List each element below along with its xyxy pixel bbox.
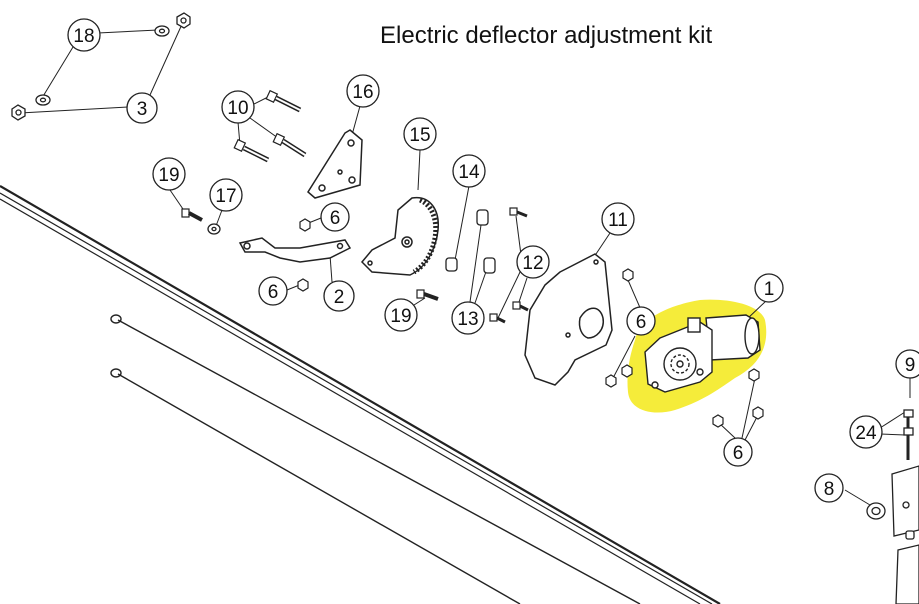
callout-16: [346, 74, 380, 108]
label-6-c: 6: [268, 282, 279, 303]
label-6-d: 6: [733, 443, 744, 464]
callout-2: [323, 280, 355, 312]
screw-part-19: [181, 208, 439, 301]
adjustment-cables: [110, 314, 641, 604]
right-side-parts: [866, 409, 919, 604]
motor-part-1: [644, 314, 761, 393]
label-24: 24: [855, 423, 877, 444]
washer-part-17: [207, 223, 221, 235]
label-11: 11: [608, 210, 628, 231]
label-14: 14: [458, 162, 480, 183]
callouts: [67, 18, 919, 503]
deflector-rails: [0, 185, 721, 604]
callout-11: [601, 202, 635, 236]
callout-15: [403, 117, 437, 151]
callout-19-lower: [384, 298, 418, 332]
plate-part-16: [307, 129, 363, 199]
callout-6-c: [258, 276, 288, 306]
callout-9: [895, 349, 919, 379]
spacers-part-13-14: [445, 209, 496, 274]
callout-labels: 18 3 10 16 15 19 17 6 14 11 1 6 2 6 12 1…: [73, 26, 915, 500]
label-13: 13: [457, 309, 478, 330]
housing-part-11: [524, 253, 613, 386]
label-15: 15: [409, 125, 430, 146]
label-17: 17: [215, 186, 236, 207]
callout-3: [126, 92, 158, 124]
callout-14: [452, 154, 486, 188]
label-9: 9: [905, 355, 916, 376]
washer-part-18: [35, 25, 170, 106]
diagram-title: Electric deflector adjustment kit: [380, 22, 713, 49]
callout-10: [221, 90, 255, 124]
label-1: 1: [764, 279, 775, 300]
nut-part-3: [11, 12, 191, 121]
label-16: 16: [352, 82, 373, 103]
callout-6-d: [723, 437, 753, 467]
label-2: 2: [334, 287, 345, 308]
bolts-part-10: [233, 89, 307, 163]
label-6-a: 6: [330, 208, 341, 229]
label-6-b: 6: [636, 312, 647, 333]
callout-17: [209, 178, 243, 212]
leader-lines: [19, 21, 911, 506]
callout-18: [67, 18, 101, 52]
label-19-upper: 19: [158, 165, 179, 186]
callout-19-upper: [152, 157, 186, 191]
label-18: 18: [73, 26, 94, 47]
label-3: 3: [137, 99, 148, 120]
callout-8: [814, 473, 844, 503]
label-19-lower: 19: [390, 306, 411, 327]
callout-24: [849, 415, 883, 449]
callout-12: [516, 245, 550, 279]
label-10: 10: [227, 98, 248, 119]
callout-13: [451, 301, 485, 335]
nuts-part-6: [297, 218, 764, 428]
callout-6-b: [626, 306, 656, 336]
callout-6-a: [320, 202, 350, 232]
label-8: 8: [824, 479, 835, 500]
callout-1: [754, 273, 784, 303]
bracket-part-2: [238, 237, 352, 263]
screws-part-12: [489, 207, 529, 324]
gear-sector-part-15: [360, 196, 439, 276]
label-12: 12: [522, 253, 543, 274]
